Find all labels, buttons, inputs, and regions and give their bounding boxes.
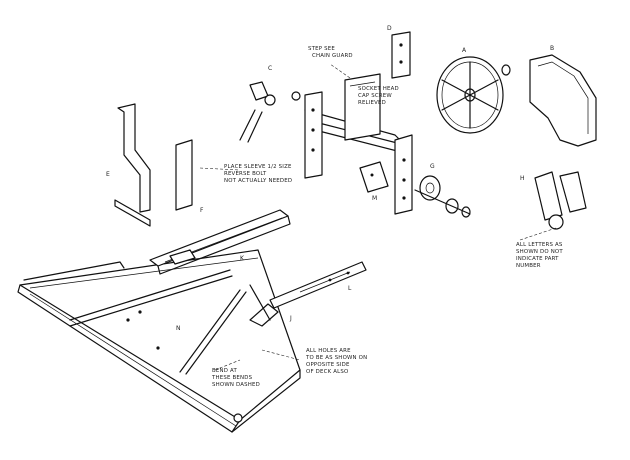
note-line: STEP SEE [308,46,335,52]
note-line: OPPOSITE SIDE [306,362,350,368]
note-line: NUMBER [516,263,541,269]
note-line: PLACE SLEEVE 1/2 SIZE [224,164,292,170]
note-line: BEND AT [212,368,237,374]
mid-clamp [359,161,389,193]
main-frame [304,73,413,215]
callout-letter: A [462,47,467,54]
note-line: INDICATE PART [516,256,559,262]
cross-rail [149,209,291,275]
deck-plate [17,249,301,433]
note-bottom-center: ALL HOLES ARE TO BE AS SHOWN ON OPPOSITE… [305,348,367,375]
note-line: SHOWN DO NOT [516,249,563,255]
note-line: THESE BENDS [211,375,253,381]
hub-assembly [414,175,471,218]
callout-letter: H [520,175,525,182]
upper-bracket [239,31,411,143]
note-right: ALL LETTERS AS SHOWN DO NOT INDICATE PAR… [516,242,563,269]
note-line: CHAIN GUARD [312,53,353,59]
callout-letter: N [176,325,181,332]
callout-letter: E [106,171,110,178]
left-bracket [114,103,193,227]
callout-letter: B [550,45,554,52]
note-top-center: SOCKET HEAD CAP SCREW RELIEVED [358,86,399,106]
leader-lines [199,63,557,371]
note-line: SOCKET HEAD [358,86,399,92]
angle-bar [249,261,367,327]
callout-letter: L [348,285,352,292]
note-left-mid: PLACE SLEEVE 1/2 SIZE REVERSE BOLT NOT A… [224,164,292,184]
idler-links [534,171,587,230]
note-line: OF DECK ALSO [306,369,348,375]
callout-letter: C [268,65,272,72]
note-bottom-left: BEND AT THESE BENDS SHOWN DASHED [211,368,260,388]
note-line: NOT ACTUALLY NEEDED [224,178,292,184]
note-line: TO BE AS SHOWN ON [305,355,367,361]
callout-letter: M [372,195,377,202]
callout-letter: F [200,207,204,214]
callout-letter: G [430,163,435,170]
chain-guard [529,54,597,147]
struts [69,269,271,375]
note-line: SHOWN DASHED [212,382,260,388]
note-line: ALL HOLES ARE [306,348,351,354]
callout-letter: J [289,315,292,322]
note-line: ALL LETTERS AS [516,242,563,248]
note-line: REVERSE BOLT [224,171,267,177]
callout-letter: K [240,255,245,262]
note-top: STEP SEE CHAIN GUARD [308,46,353,59]
sprocket-wheel [436,56,511,134]
note-line: RELIEVED [358,100,386,106]
note-line: CAP SCREW [358,93,392,99]
callout-letters: A B C D E F G H J K L M N [106,25,554,332]
callout-letter: D [387,25,392,32]
